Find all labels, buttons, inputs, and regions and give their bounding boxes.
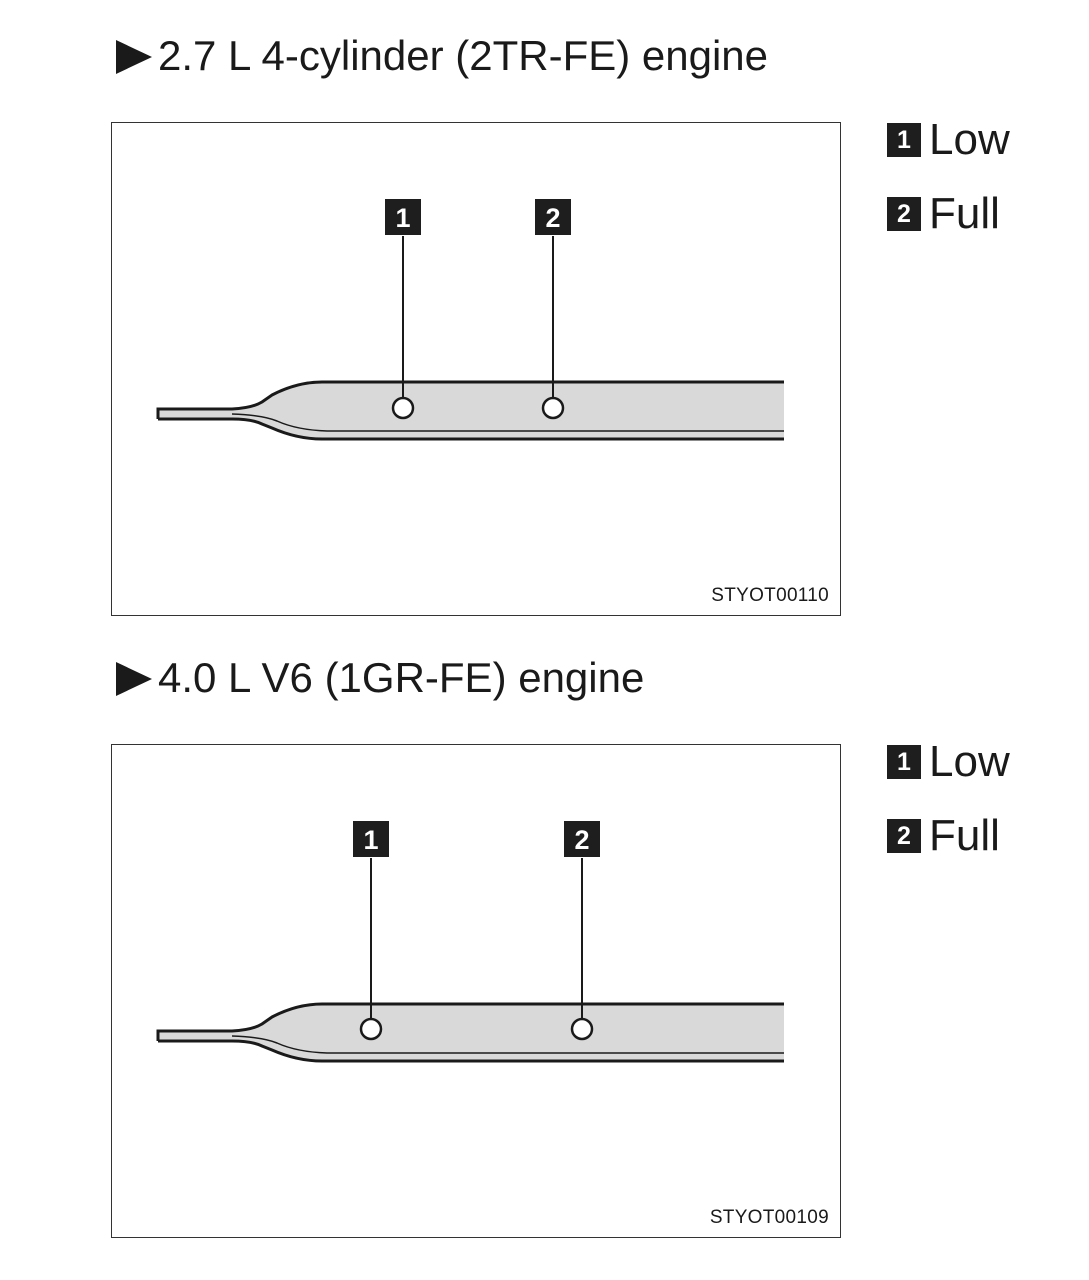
section-title: 2.7 L 4-cylinder (2TR-FE) engine bbox=[116, 32, 768, 80]
dipstick-figure: 1 2 STYOT00110 bbox=[111, 122, 841, 616]
dipstick-diagram: 1 2 bbox=[156, 821, 784, 1063]
legend-item-full: 2 Full bbox=[887, 190, 1010, 238]
triangle-bullet-icon bbox=[116, 662, 152, 696]
legend-label: Full bbox=[929, 811, 1000, 860]
callout-number-2: 2 bbox=[545, 203, 560, 233]
legend-badge: 2 bbox=[887, 197, 921, 231]
legend-badge: 1 bbox=[887, 745, 921, 779]
low-mark-hole bbox=[359, 1017, 383, 1041]
section-title: 4.0 L V6 (1GR-FE) engine bbox=[116, 654, 644, 702]
dipstick-inner-line bbox=[231, 413, 784, 432]
dipstick-blade bbox=[158, 1004, 784, 1061]
legend-label: Low bbox=[929, 737, 1010, 786]
dipstick-diagram: 1 2 bbox=[156, 199, 784, 441]
dipstick-figure: 1 2 STYOT00109 bbox=[111, 744, 841, 1238]
dipstick-blade bbox=[158, 382, 784, 439]
dipstick-outline-top bbox=[156, 380, 784, 419]
callout-badge-2 bbox=[564, 821, 600, 857]
figure-code: STYOT00110 bbox=[711, 585, 829, 606]
legend-label: Low bbox=[929, 115, 1010, 164]
callout-number-1: 1 bbox=[395, 203, 410, 233]
dipstick-outline-bottom bbox=[158, 1039, 784, 1063]
callout-number-2: 2 bbox=[574, 825, 589, 855]
callout-badge-1 bbox=[353, 821, 389, 857]
dipstick-outline-bottom bbox=[158, 417, 784, 441]
full-mark-hole bbox=[541, 396, 565, 420]
legend-item-low: 1 Low bbox=[887, 116, 1010, 164]
legend-item-low: 1 Low bbox=[887, 738, 1010, 786]
triangle-bullet-icon bbox=[116, 40, 152, 74]
dipstick-inner-line bbox=[231, 1035, 784, 1054]
callout-badge-2 bbox=[535, 199, 571, 235]
legend-label: Full bbox=[929, 189, 1000, 238]
legend-item-full: 2 Full bbox=[887, 812, 1010, 860]
legend-badge: 1 bbox=[887, 123, 921, 157]
figure-code: STYOT00109 bbox=[709, 1207, 829, 1228]
callout-legend: 1 Low 2 Full bbox=[887, 738, 1010, 886]
callout-number-1: 1 bbox=[363, 825, 378, 855]
dipstick-outline-top bbox=[156, 1002, 784, 1041]
callout-badge-1 bbox=[385, 199, 421, 235]
low-mark-hole bbox=[391, 396, 415, 420]
callout-legend: 1 Low 2 Full bbox=[887, 116, 1010, 264]
full-mark-hole bbox=[570, 1017, 594, 1041]
legend-badge: 2 bbox=[887, 819, 921, 853]
